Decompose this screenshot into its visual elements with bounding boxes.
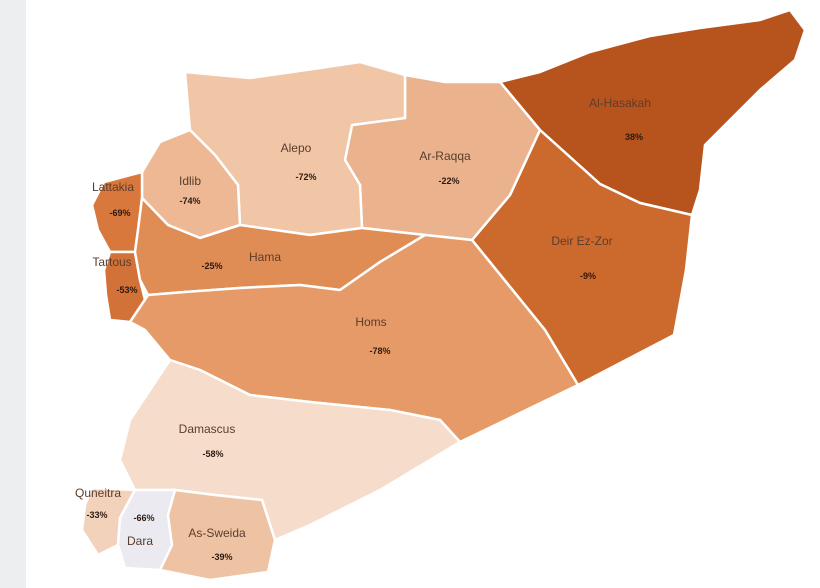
label-idlib-value: -74% <box>179 196 200 206</box>
label-damascus-value: -58% <box>202 449 223 459</box>
label-ar-raqqa-name: Ar-Raqqa <box>419 149 471 163</box>
label-al-hasakah-name: Al-Hasakah <box>589 96 651 110</box>
label-alepo-name: Alepo <box>281 141 312 155</box>
label-lattakia-value: -69% <box>109 208 130 218</box>
label-alepo-value: -72% <box>295 172 316 182</box>
label-tartous-name: Tartous <box>92 255 131 269</box>
label-lattakia-name: Lattakia <box>92 180 134 194</box>
label-quneitra-name: Quneitra <box>75 486 121 500</box>
label-damascus-name: Damascus <box>179 422 236 436</box>
region-as-sweida[interactable] <box>158 488 277 582</box>
left-margin-strip <box>0 0 26 588</box>
label-deir-ez-zor-value: -9% <box>580 271 596 281</box>
label-tartous-value: -53% <box>116 285 137 295</box>
label-dara-value: -66% <box>133 513 154 523</box>
label-hama-name: Hama <box>249 250 281 264</box>
label-idlib-name: Idlib <box>179 174 201 188</box>
label-hama-value: -25% <box>201 261 222 271</box>
label-as-sweida-value: -39% <box>211 552 232 562</box>
label-as-sweida-name: As-Sweida <box>188 526 246 540</box>
label-homs-name: Homs <box>355 315 386 329</box>
label-homs-value: -78% <box>369 346 390 356</box>
label-ar-raqqa-value: -22% <box>438 176 459 186</box>
region-damascus[interactable] <box>118 358 462 542</box>
label-dara-name: Dara <box>127 534 153 548</box>
label-deir-ez-zor-name: Deir Ez-Zor <box>551 234 612 248</box>
label-al-hasakah-value: 38% <box>625 132 643 142</box>
label-quneitra-value: -33% <box>86 510 107 520</box>
